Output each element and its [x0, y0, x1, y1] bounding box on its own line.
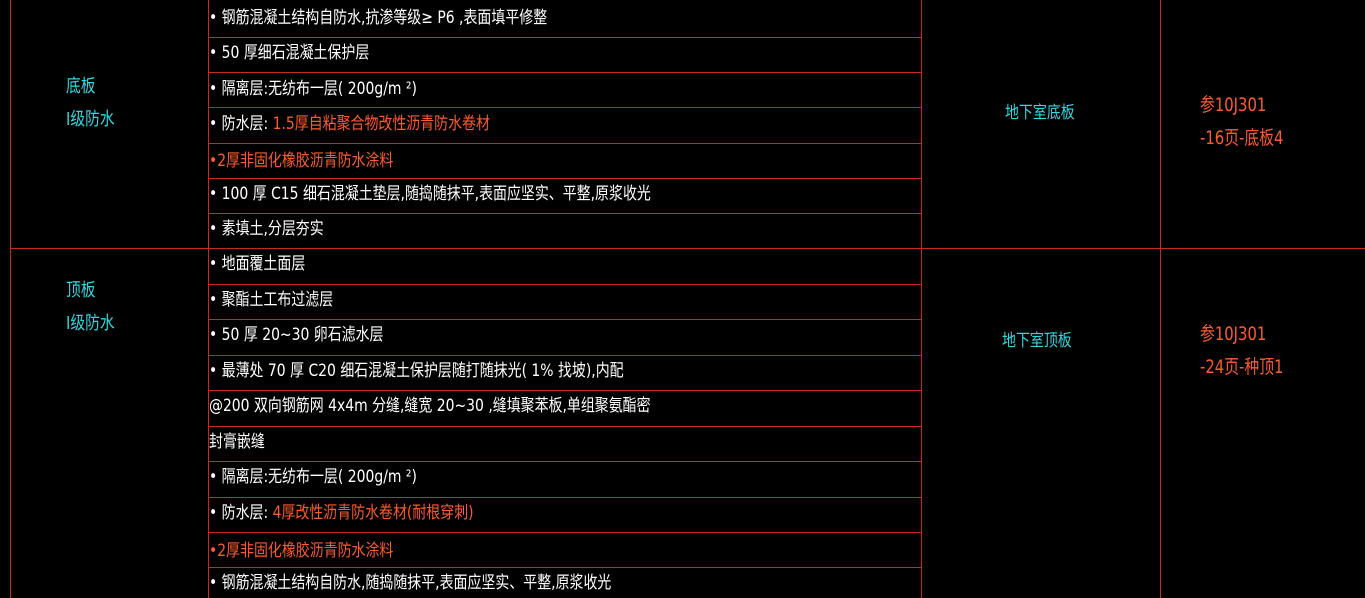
layer-row: • 聚酯土工布过滤层	[209, 290, 334, 310]
grid-vline-2	[208, 0, 209, 598]
grid-hline	[208, 461, 921, 462]
grid-hline	[208, 72, 921, 73]
layer-row: • 最薄处 70 厚 C20 细石混凝土保护层随打随抹光( 1% 找坡),内配	[209, 361, 624, 381]
grid-vline-left	[10, 0, 11, 598]
layer-row: • 100 厚 C15 细石混凝土垫层,随捣随抹平,表面应坚实、平整,原浆收光	[209, 184, 651, 204]
layer-row: • 素填土,分层夯实	[209, 219, 324, 239]
location-label: 地下室底板	[1005, 103, 1075, 123]
grid-hline	[208, 497, 921, 498]
reference-line: 参10J301	[1200, 323, 1267, 345]
grid-hline	[208, 355, 921, 356]
section-label-bottom-slab: 底板 Ⅰ级防水	[66, 70, 115, 136]
layer-row: • 50 厚细石混凝土保护层	[209, 43, 370, 63]
layer-row: •2厚非固化橡胶沥青防水涂料	[209, 151, 394, 171]
grid-hline	[208, 284, 921, 285]
waterproof-level: Ⅰ级防水	[66, 109, 115, 130]
reference-line: -24页-种顶1	[1200, 356, 1284, 378]
reference-line: -16页-底板4	[1200, 127, 1284, 149]
grid-hline	[208, 213, 921, 214]
grid-vline-4	[1160, 0, 1161, 598]
section-divider	[10, 248, 1365, 249]
layer-row: • 地面覆土面层	[209, 254, 306, 274]
layer-row: • 隔离层:无纺布一层( 200g/m ²)	[209, 79, 417, 99]
section-name: 顶板	[66, 280, 96, 301]
grid-hline	[208, 319, 921, 320]
reference-note: 参10J301 -16页-底板4	[1200, 89, 1283, 155]
grid-hline	[208, 178, 921, 179]
section-name: 底板	[66, 76, 96, 97]
reference-line: 参10J301	[1200, 94, 1267, 116]
grid-vline-3	[921, 0, 922, 598]
grid-hline	[208, 143, 921, 144]
reference-note: 参10J301 -24页-种顶1	[1200, 318, 1283, 384]
layer-row: • 隔离层:无纺布一层( 200g/m ²)	[209, 467, 417, 487]
section-label-top-slab: 顶板 Ⅰ级防水	[66, 274, 115, 340]
layer-row: • 钢筋混凝土结构自防水,抗渗等级≥ P6 ,表面填平修整	[209, 8, 548, 28]
grid-hline	[208, 107, 921, 108]
layer-row: @200 双向钢筋网 4x4m 分缝,缝宽 20~30 ,缝填聚苯板,单组聚氨酯…	[209, 396, 651, 416]
location-label: 地下室顶板	[1002, 331, 1072, 351]
layer-row: • 50 厚 20~30 卵石滤水层	[209, 325, 384, 345]
grid-hline	[208, 567, 921, 568]
grid-hline	[208, 426, 921, 427]
waterproof-level: Ⅰ级防水	[66, 313, 115, 334]
grid-hline	[208, 390, 921, 391]
grid-hline	[208, 532, 921, 533]
layer-row: • 防水层: 1.5厚自粘聚合物改性沥青防水卷材	[209, 114, 490, 134]
layer-row: 封膏嵌缝	[209, 432, 265, 452]
layer-row: • 防水层: 4厚改性沥青防水卷材(耐根穿刺)	[209, 503, 474, 523]
layer-row: •2厚非固化橡胶沥青防水涂料	[209, 541, 394, 561]
grid-hline	[208, 37, 921, 38]
layer-row: • 钢筋混凝土结构自防水,随捣随抹平,表面应坚实、平整,原浆收光	[209, 573, 612, 593]
